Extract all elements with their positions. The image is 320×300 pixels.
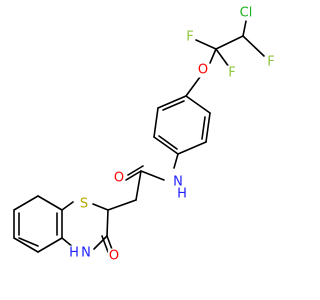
chlorine-atom-label: Cl <box>240 6 253 21</box>
bond <box>93 235 108 250</box>
bond <box>215 35 244 50</box>
bond <box>92 203 109 211</box>
lactam-hydrogen-label: H <box>69 246 79 261</box>
atom-label-backdrop <box>112 170 126 186</box>
atom-label-backdrop <box>107 248 121 264</box>
fluorine-atom-label: F <box>267 55 274 70</box>
bond <box>37 237 63 253</box>
bond <box>157 95 187 109</box>
atom-label-backdrop <box>176 186 188 202</box>
bond <box>37 195 63 211</box>
bond <box>18 237 39 247</box>
bond <box>242 35 265 57</box>
bond <box>107 199 137 211</box>
molecule-diagram: Cl F F F O O N H S O H N <box>13 5 276 264</box>
atom-label-backdrop <box>172 174 184 190</box>
atom-label-backdrop <box>68 245 80 261</box>
bond <box>209 48 217 64</box>
bond <box>201 116 206 140</box>
atom-label-backdrop <box>266 54 276 70</box>
fluorine-atom-label: F <box>186 30 193 45</box>
atom-label-layer: Cl F F F O O N H S O H N <box>68 5 276 264</box>
bond <box>205 112 211 143</box>
bond <box>162 100 185 111</box>
bond <box>127 165 144 176</box>
amide-hydrogen-label: H <box>177 187 187 202</box>
bond <box>185 95 211 114</box>
bond <box>13 195 39 211</box>
atom-label-backdrop <box>185 29 195 45</box>
atom-label-backdrop <box>80 245 92 261</box>
bond <box>153 107 159 138</box>
structure-svg: Cl F F F O O N H S O H N <box>13 5 276 264</box>
bond <box>106 209 109 237</box>
bond <box>185 76 201 97</box>
bond <box>61 201 74 211</box>
sulfur-atom-label: S <box>80 197 88 212</box>
bond <box>215 48 230 68</box>
amide-nitrogen-label: N <box>173 175 183 190</box>
bond <box>13 237 39 253</box>
atom-label-backdrop <box>238 5 254 21</box>
atom-label-backdrop <box>227 65 237 81</box>
bond <box>158 135 178 150</box>
bond <box>135 170 142 201</box>
bond-layer <box>13 20 265 253</box>
atom-label-backdrop <box>78 196 90 212</box>
atom-label-backdrop <box>196 62 210 78</box>
bond <box>153 136 179 155</box>
bond <box>101 235 109 253</box>
lactam-nitrogen-label: N <box>81 246 91 261</box>
bond <box>173 153 179 169</box>
bond <box>177 141 207 155</box>
bond <box>242 20 247 37</box>
lactam-oxygen-label: O <box>109 249 119 264</box>
bond <box>125 170 142 181</box>
bond <box>195 39 217 50</box>
carbonyl-oxygen-label: O <box>114 171 124 186</box>
ether-oxygen-label: O <box>198 63 208 78</box>
bond <box>140 170 165 181</box>
fluorine-atom-label: F <box>228 66 235 81</box>
